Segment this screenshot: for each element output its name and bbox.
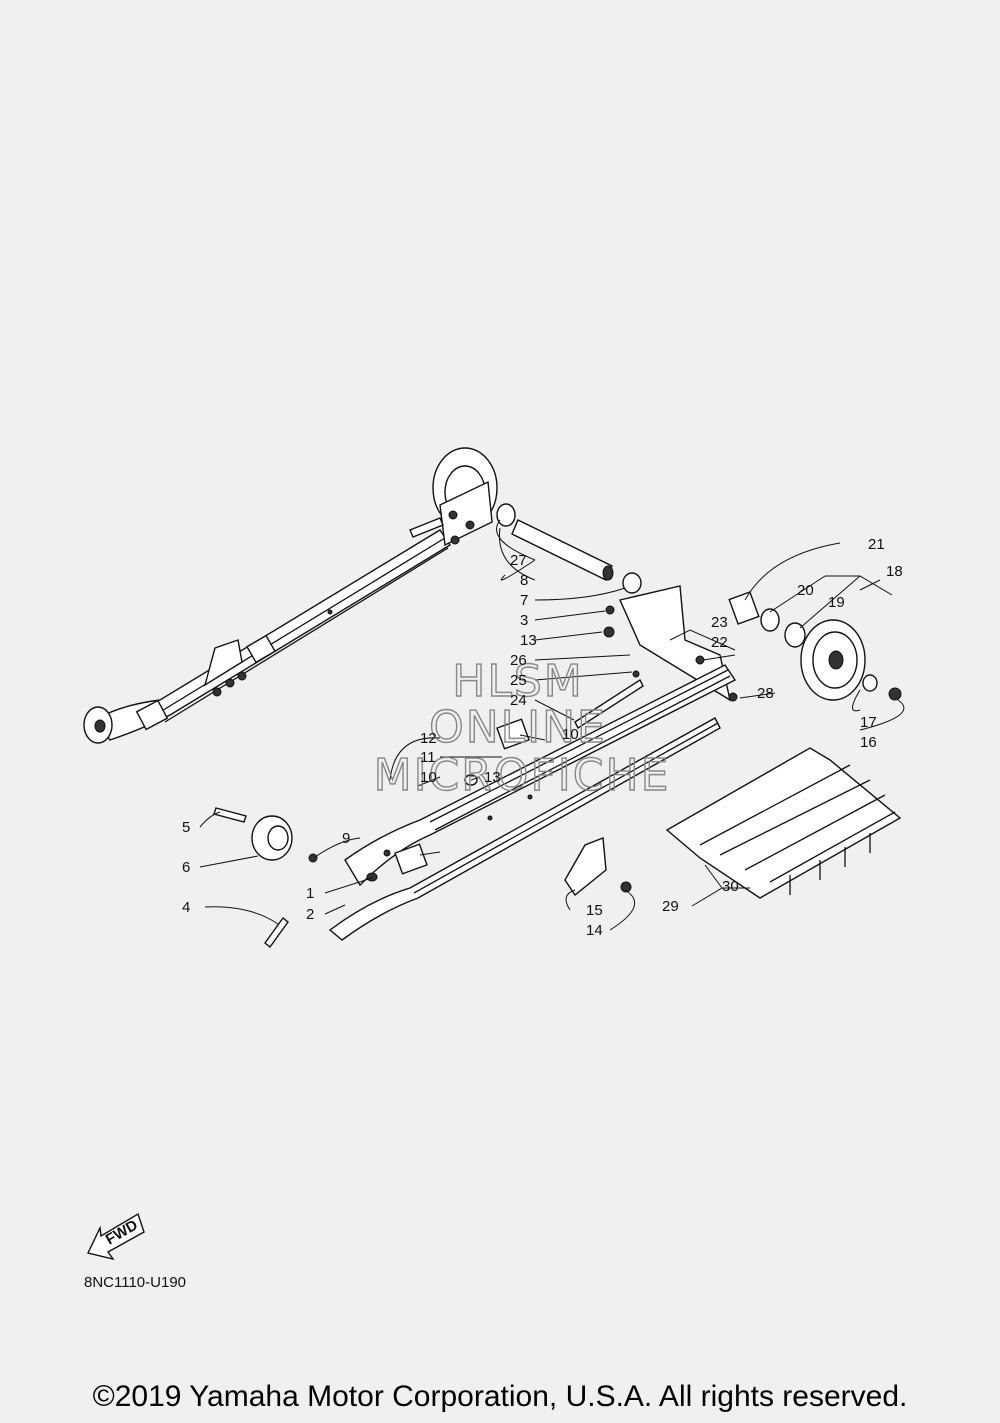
nut-3 [605,605,615,615]
bolt-14 [620,881,632,893]
watermark-line-1: HLSM [452,656,584,707]
callout-16: 16 [860,734,877,751]
rear-axle-shaft [511,519,613,581]
callout-13a: 13 [520,632,537,649]
slide-runner [328,717,721,941]
drawing-code: 8NC1110-U190 [84,1274,187,1291]
bolt-28 [728,692,738,702]
callout-30: 30 [722,878,739,895]
right-slide-rail [328,585,738,941]
rail-end-plate [619,585,732,702]
callout-24: 24 [510,692,527,709]
callout-7: 7 [520,592,528,609]
callout-23: 23 [711,614,728,631]
callout-1: 1 [306,885,314,902]
fwd-arrow: FWD [86,1212,145,1261]
rail-block [246,634,276,664]
watermark-line-2: ONLINE [429,702,607,753]
rear-wheel-assembly [409,447,642,638]
rail-slider-block [135,699,169,731]
watermark: HLSM ONLINE MICROFICHE [373,655,671,801]
callout-21: 21 [868,536,885,553]
track-section [665,747,902,899]
left-slide-rail [83,529,451,744]
screw-4 [264,916,289,949]
callout-8: 8 [520,572,528,589]
circlip-20 [760,608,780,632]
rail-bracket [203,639,243,687]
bolt-16 [888,687,902,701]
callout-19: 19 [828,594,845,611]
callout-9: 9 [342,830,350,847]
callout-25: 25 [510,672,527,689]
bearing-19 [784,622,806,648]
callout-4: 4 [182,899,190,916]
callout-15: 15 [586,902,603,919]
washer-17 [862,674,878,692]
callout-3: 3 [520,612,528,629]
callout-13b: 13 [484,769,501,786]
bolt-22 [695,655,705,665]
callout-11: 11 [420,749,436,766]
callout-22: 22 [711,634,728,651]
slide-block-11 [496,718,530,750]
callout-28: 28 [757,685,774,702]
callout-10a: 10 [420,769,437,786]
callout-27: 27 [510,552,527,569]
callout-5: 5 [182,819,190,836]
collar-21 [728,591,760,625]
long-bolt-24 [574,678,644,730]
callout-6: 6 [182,859,190,876]
callout-2: 2 [306,906,314,923]
callout-17: 17 [860,714,877,731]
callout-labels: 1 2 3 4 5 6 7 8 9 10 10 11 12 13 13 14 1… [182,536,903,939]
callout-10b: 10 [562,726,579,743]
copyright-notice: ©2019 Yamaha Motor Corporation, U.S.A. A… [92,1380,908,1413]
nut-13 [603,626,615,638]
leader-lines [199,519,905,931]
callout-29: 29 [662,898,679,915]
rear-axle-plate [439,480,493,547]
callout-20: 20 [797,582,814,599]
watermark-line-3: MICROFICHE [374,750,671,801]
idler-wheel-18 [728,591,902,701]
callout-12: 12 [420,730,437,747]
callout-26: 26 [510,652,527,669]
adjuster-bolt [409,517,444,538]
nut-9 [308,853,318,863]
washer-right [622,572,642,594]
front-parts [213,807,318,949]
bolt-5 [213,807,247,823]
callout-18: 18 [886,563,903,580]
washer-left [496,503,516,527]
bracket-15 [564,837,607,897]
callout-14: 14 [586,922,603,939]
